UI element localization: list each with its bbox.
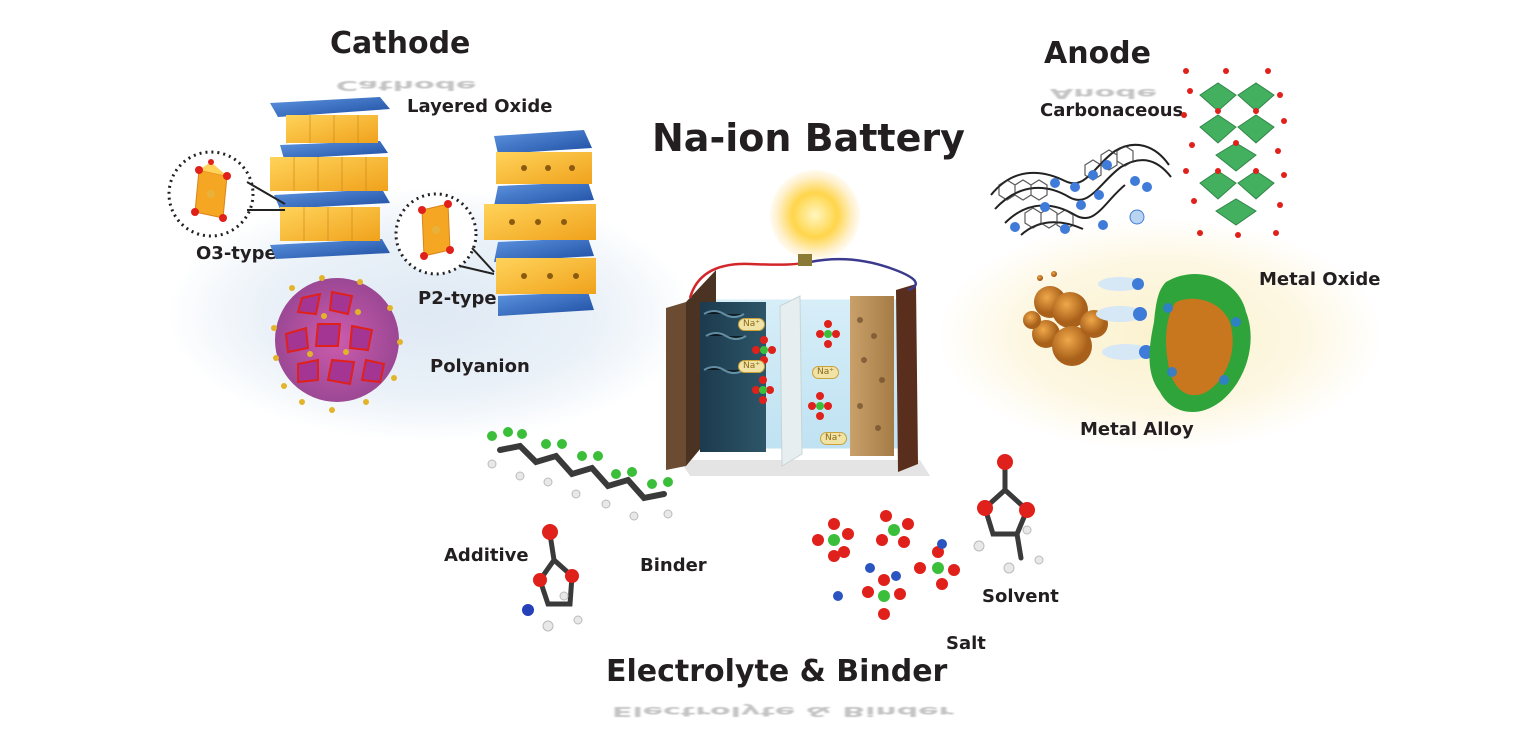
layered-oxide-label: Layered Oxide xyxy=(407,96,553,117)
cathode-heading: Cathode xyxy=(330,26,471,61)
carbonaceous-structure xyxy=(990,143,1172,236)
o3-octahedron-callout xyxy=(167,150,286,238)
p2-layered-structure xyxy=(484,130,596,316)
cathode-material xyxy=(850,296,894,456)
alloy-particles-small xyxy=(1023,271,1108,366)
electrolyte-heading: Electrolyte & Binder xyxy=(606,654,948,689)
p2-octahedron-callout xyxy=(394,192,495,276)
polyanion-label: Polyanion xyxy=(430,356,530,377)
na-ion-badge: Na⁺ xyxy=(738,360,765,373)
blue-wire xyxy=(809,257,918,292)
binder-molecule xyxy=(487,427,673,521)
o3-blue-layers xyxy=(270,97,390,259)
na-ion-badge: Na⁺ xyxy=(738,318,765,331)
additive-molecule xyxy=(522,524,583,632)
carbonaceous-label: Carbonaceous xyxy=(1040,100,1184,121)
polyanion-structure xyxy=(271,275,403,413)
o3-orange-layers xyxy=(270,115,388,241)
cathode-heading-reflection: Cathode xyxy=(336,77,477,94)
left-current-collector xyxy=(666,302,686,470)
p2-orange-layers xyxy=(484,152,596,294)
na-ion-badge: Na⁺ xyxy=(812,366,839,379)
o3-type-label: O3-type xyxy=(196,243,277,264)
sodium-cations xyxy=(833,539,947,601)
metal-alloy-label: Metal Alloy xyxy=(1080,419,1194,440)
solvent-label: Solvent xyxy=(982,586,1059,607)
right-current-collector xyxy=(896,284,918,472)
binder-label: Binder xyxy=(640,555,707,576)
anode-heading: Anode xyxy=(1044,36,1152,71)
metal-oxide-label: Metal Oxide xyxy=(1259,269,1381,290)
pf6-anion xyxy=(876,510,914,548)
pf6-anion xyxy=(862,574,906,620)
red-wire xyxy=(688,260,804,299)
na-ion-marker xyxy=(1129,209,1145,225)
pf6-anion xyxy=(812,518,854,562)
light-bulb-glow xyxy=(770,170,860,260)
na-ion-trails xyxy=(1096,277,1153,360)
salt-molecules xyxy=(812,510,960,620)
electrolyte-heading-reflection: Electrolyte & Binder xyxy=(612,703,954,720)
pf6-anions xyxy=(752,320,840,420)
solvent-molecule xyxy=(973,454,1044,574)
bulb-base xyxy=(798,254,812,266)
p2-blue-layers xyxy=(494,130,594,316)
salt-label: Salt xyxy=(946,633,986,654)
p2-type-label: P2-type xyxy=(418,288,497,309)
metal-alloy-particles xyxy=(1023,271,1251,413)
battery-cell xyxy=(666,254,930,476)
alloy-particle-large xyxy=(1149,273,1251,413)
separator xyxy=(779,295,803,467)
page-title: Na-ion Battery xyxy=(652,116,965,160)
additive-label: Additive xyxy=(444,545,529,566)
na-ion-badge: Na⁺ xyxy=(820,432,847,445)
metal-oxide-structure xyxy=(1181,68,1287,238)
anode-heading-reflection: Anode xyxy=(1050,85,1158,102)
pf6-anion xyxy=(914,546,960,590)
o3-layered-structure xyxy=(270,97,390,259)
